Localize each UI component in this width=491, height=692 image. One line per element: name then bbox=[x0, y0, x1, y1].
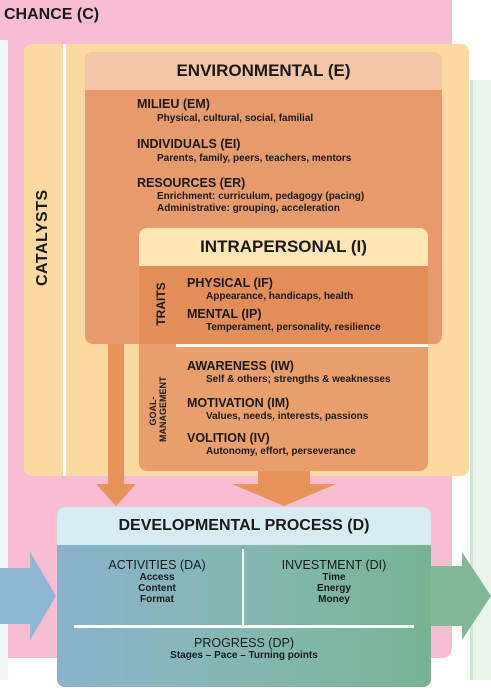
mental-detail: Temperament, personality, resilience bbox=[206, 322, 381, 333]
activities-item: Format bbox=[140, 594, 174, 605]
chance-title: CHANCE (C) bbox=[4, 6, 100, 23]
intrapersonal-separator bbox=[176, 344, 428, 347]
milieu-heading: MILIEU (EM) bbox=[137, 97, 210, 111]
environmental-title: ENVIRONMENTAL (E) bbox=[85, 52, 442, 90]
investment-column: INVESTMENT (DI) Time Energy Money bbox=[256, 558, 412, 605]
individuals-heading: INDIVIDUALS (EI) bbox=[137, 137, 241, 151]
motivation-heading: MOTIVATION (IM) bbox=[187, 396, 290, 410]
individuals-detail: Parents, family, peers, teachers, mentor… bbox=[157, 153, 352, 164]
traits-label: TRAITS bbox=[154, 282, 168, 326]
developmental-title: DEVELOPMENTAL PROCESS (D) bbox=[57, 507, 431, 545]
goal-label-line-1: GOAL- bbox=[148, 396, 158, 426]
intra-down-arrow bbox=[232, 470, 336, 506]
activities-column: ACTIVITIES (DA) Access Content Format bbox=[80, 558, 234, 605]
physical-heading: PHYSICAL (IF) bbox=[187, 276, 273, 290]
investment-item: Money bbox=[318, 594, 350, 605]
mental-heading: MENTAL (IP) bbox=[187, 307, 262, 321]
progress-block: PROGRESS (DP) Stages – Pace – Turning po… bbox=[57, 636, 431, 661]
resources-detail-administrative: Administrative: grouping, acceleration bbox=[157, 203, 340, 214]
physical-detail: Appearance, handicaps, health bbox=[206, 291, 354, 302]
volition-detail: Autonomy, effort, perseverance bbox=[206, 446, 356, 457]
volition-heading: VOLITION (IV) bbox=[187, 431, 270, 445]
env-down-arrow bbox=[96, 344, 136, 506]
input-arrow-left bbox=[0, 552, 56, 640]
awareness-heading: AWARENESS (IW) bbox=[187, 359, 294, 373]
resources-detail-enrichment: Enrichment: curriculum, pedagogy (pacing… bbox=[157, 191, 365, 202]
resources-heading: RESOURCES (ER) bbox=[137, 176, 246, 190]
goal-label-line-2: MANAGEMENT bbox=[158, 376, 168, 443]
right-pale-edge bbox=[470, 80, 491, 680]
output-arrow-right bbox=[431, 552, 491, 640]
investment-item: Energy bbox=[317, 583, 351, 594]
activities-item: Content bbox=[138, 583, 176, 594]
left-pale-edge bbox=[0, 40, 8, 680]
awareness-detail: Self & others; strengths & weaknesses bbox=[206, 374, 391, 385]
motivation-detail: Values, needs, interests, passions bbox=[206, 411, 369, 422]
traits-section bbox=[139, 266, 428, 344]
developmental-body bbox=[57, 545, 431, 687]
activities-heading: ACTIVITIES (DA) bbox=[108, 558, 206, 572]
developmental-vertical-separator bbox=[242, 549, 244, 625]
catalysts-separator bbox=[63, 44, 66, 476]
investment-item: Time bbox=[322, 572, 346, 583]
milieu-detail: Physical, cultural, social, familial bbox=[157, 113, 314, 124]
developmental-horizontal-separator bbox=[74, 625, 414, 628]
intrapersonal-title: INTRAPERSONAL (I) bbox=[139, 228, 428, 266]
investment-heading: INVESTMENT (DI) bbox=[281, 558, 387, 572]
progress-detail: Stages – Pace – Turning points bbox=[170, 650, 318, 661]
progress-heading: PROGRESS (DP) bbox=[193, 636, 294, 650]
goal-management-label: GOAL- MANAGEMENT bbox=[148, 376, 174, 443]
activities-item: Access bbox=[139, 572, 175, 583]
